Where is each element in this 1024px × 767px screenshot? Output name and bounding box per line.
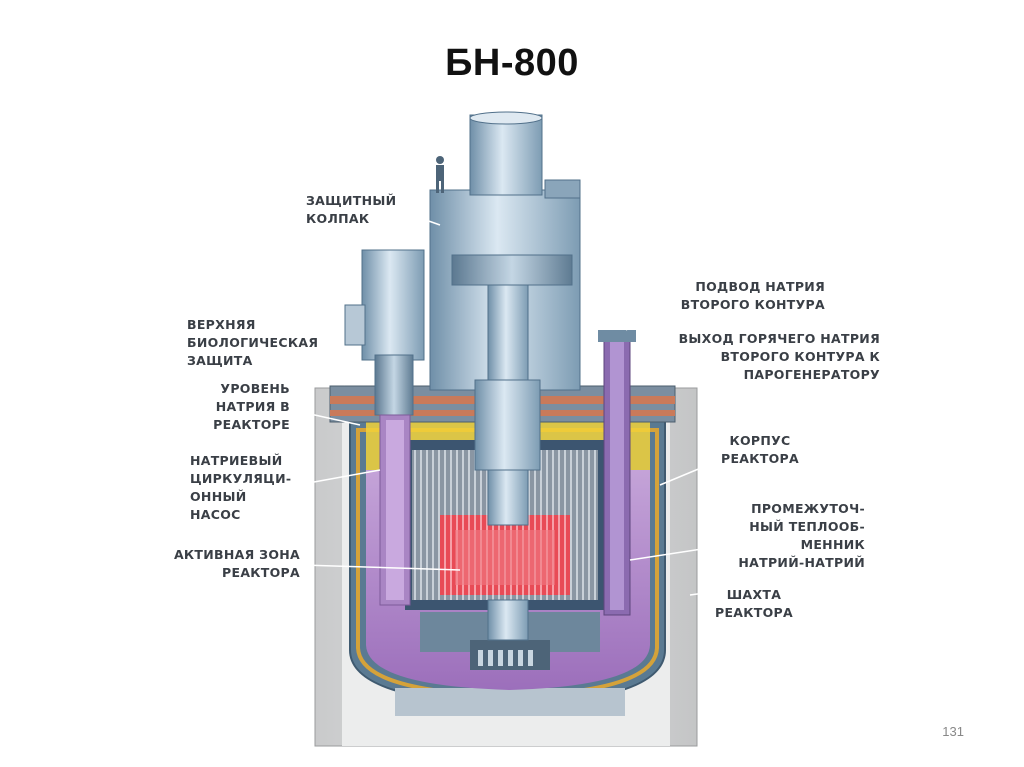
label-active-zone: АКТИВНАЯ ЗОНА РЕАКТОРА [173, 547, 300, 580]
label-protective-cap: ЗАЩИТНЫЙ КОЛПАК [306, 193, 397, 226]
label-sodium-pump: НАТРИЕВЫЙ ЦИРКУЛЯЦИ- ОННЫЙ НАСОС [190, 453, 292, 522]
label-sodium-level: УРОВЕНЬ НАТРИЯ В РЕАКТОРЕ [213, 381, 290, 432]
label-upper-bio-shield: ВЕРХНЯЯ БИОЛОГИЧЕСКАЯ ЗАЩИТА [187, 317, 319, 368]
page-number: 131 [942, 724, 964, 739]
label-hot-outlet: ВЫХОД ГОРЯЧЕГО НАТРИЯ ВТОРОГО КОНТУРА К … [678, 331, 880, 382]
intermediate-heat-exchanger [598, 330, 636, 616]
page-title: БН-800 [445, 42, 579, 84]
sodium-pump [344, 249, 425, 606]
label-reactor-shaft: ШАХТА РЕАКТОРА [715, 587, 793, 620]
label-reactor-vessel: КОРПУС РЕАКТОРА [721, 433, 799, 466]
leader-lines [269, 212, 729, 596]
worker-figure [436, 156, 444, 193]
label-heat-exchanger: ПРОМЕЖУТОЧ- НЫЙ ТЕПЛООБ- МЕННИК НАТРИЙ-Н… [738, 501, 865, 570]
label-secondary-inlet: ПОДВОД НАТРИЯ ВТОРОГО КОНТУРА [680, 279, 825, 312]
central-column [429, 111, 581, 641]
